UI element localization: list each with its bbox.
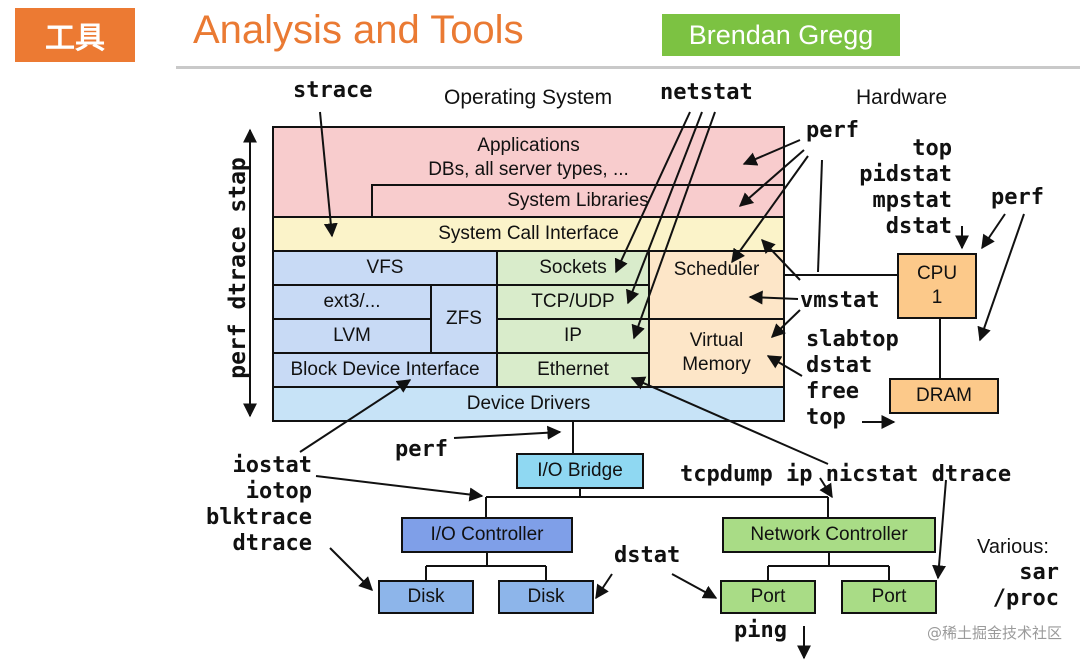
disk-box-2: Disk: [498, 580, 594, 614]
tcp-udp-box: TCP/UDP: [496, 284, 650, 320]
syscall-interface-layer: System Call Interface: [272, 216, 785, 252]
perf-bridge-label: perf: [395, 437, 448, 462]
dstat-label: dstat: [614, 543, 681, 568]
ext3-box: ext3/...: [272, 284, 432, 320]
ethernet-box: Ethernet: [496, 352, 650, 388]
strace-label: strace: [293, 78, 373, 103]
page-title: Analysis and Tools: [193, 8, 524, 52]
watermark: @稀土掘金技术社区: [926, 624, 1062, 642]
os-section-label: Operating System: [444, 86, 613, 109]
cpu-tools-label: top pidstat mpstat dstat: [859, 136, 952, 239]
various-label: Various:: [977, 536, 1049, 558]
ping-label: ping: [734, 618, 787, 643]
vmstat-label: vmstat: [800, 288, 880, 313]
io-tools-label: iostat iotop blktrace dtrace: [206, 453, 312, 556]
port-box-2: Port: [841, 580, 937, 614]
perf-hw-label: perf: [991, 185, 1044, 210]
device-drivers-layer: Device Drivers: [272, 386, 785, 422]
memory-tools-label: slabtop dstat free top: [806, 327, 899, 430]
io-bridge-box: I/O Bridge: [516, 453, 644, 489]
network-tools-label: tcpdump ip nicstat dtrace: [680, 462, 1012, 487]
io-controller-box: I/O Controller: [401, 517, 573, 553]
dram-box: DRAM: [889, 378, 999, 414]
various-tools-label: sar /proc: [992, 560, 1059, 611]
author-badge: Brendan Gregg: [662, 14, 900, 56]
netstat-label: netstat: [660, 80, 753, 105]
port-box-1: Port: [720, 580, 816, 614]
network-controller-box: Network Controller: [722, 517, 936, 553]
vfs-box: VFS: [272, 250, 498, 286]
disk-box-1: Disk: [378, 580, 474, 614]
hardware-section-label: Hardware: [856, 86, 948, 109]
block-device-interface-box: Block Device Interface: [272, 352, 498, 388]
lvm-box: LVM: [272, 318, 432, 354]
cpu-box: CPU 1: [897, 253, 977, 319]
section-tag: 工具: [15, 8, 135, 62]
header-divider: [176, 66, 1080, 69]
perf-os-label: perf: [806, 118, 859, 143]
